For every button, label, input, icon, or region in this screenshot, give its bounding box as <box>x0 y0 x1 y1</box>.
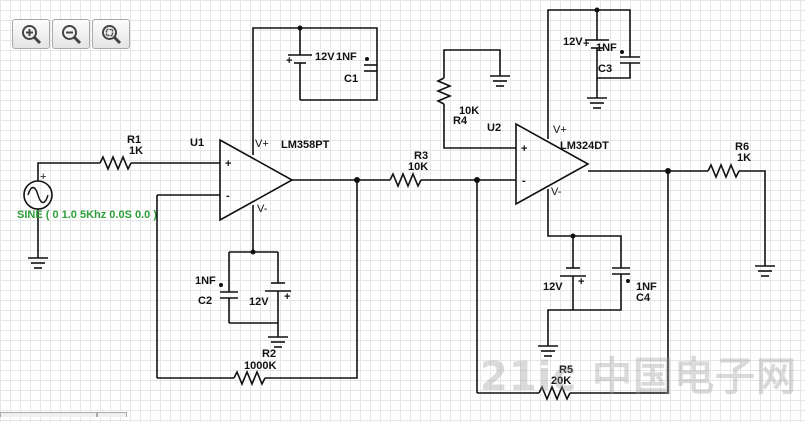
r1-value: 1K <box>129 145 143 157</box>
ground-r4 <box>490 75 510 87</box>
c1-ref: C1 <box>344 73 358 85</box>
capacitor-c4[interactable]: 1NF C4 <box>547 267 657 346</box>
r3-value: 10K <box>408 161 428 173</box>
u2-vplus: V+ <box>553 124 567 136</box>
u1-vminus: V- <box>257 203 268 215</box>
b1-value: 12V <box>315 51 335 63</box>
u2-inplus: + <box>521 143 527 155</box>
c3-value: 1NF <box>596 42 617 54</box>
zoom-fit-icon <box>102 25 122 45</box>
b3-plus: + <box>583 38 589 50</box>
u2-part: LM324DT <box>560 140 609 152</box>
zoom-out-icon <box>62 25 82 45</box>
ground-u2-top <box>587 97 607 109</box>
r5-value: 20K <box>551 375 571 387</box>
b2-value: 12V <box>249 296 269 308</box>
resistor-r2[interactable]: R2 1000K <box>157 180 358 387</box>
battery-b4[interactable]: + 12V <box>543 267 586 310</box>
ground-source <box>28 257 48 269</box>
capacitor-c1[interactable]: 1NF C1 <box>336 51 377 85</box>
schematic-canvas[interactable]: + SINE ( 0 1.0 5Khz 0.0S 0.0 ) R1 1K U1 … <box>0 0 805 408</box>
u2-ref: U2 <box>487 122 501 134</box>
zoom-toolbar <box>12 19 130 49</box>
c2-ref: C2 <box>198 295 212 307</box>
b1-plus: + <box>286 55 292 67</box>
zoom-fit-button[interactable] <box>92 19 130 49</box>
watermark: 21ic 中国电子网 <box>479 354 797 400</box>
b4-plus: + <box>578 276 584 288</box>
b3-value: 12V <box>563 36 583 48</box>
r4-ref: R4 <box>453 115 468 127</box>
r3-ref: R3 <box>414 150 428 162</box>
battery-b3[interactable]: 12V + <box>563 36 609 98</box>
ground-u2-bottom <box>538 345 558 357</box>
source-label: SINE ( 0 1.0 5Khz 0.0S 0.0 ) <box>17 209 157 221</box>
ground-r6 <box>755 265 775 277</box>
u1-ref: U1 <box>190 137 204 149</box>
c2-value: 1NF <box>195 275 216 287</box>
c3-ref: C3 <box>598 63 612 75</box>
ground-u1 <box>268 336 288 348</box>
battery-b1[interactable]: + 12V <box>286 51 335 100</box>
sine-source[interactable]: + SINE ( 0 1.0 5Khz 0.0S 0.0 ) <box>17 162 157 258</box>
c4-value: 1NF <box>636 281 657 293</box>
resistor-r4[interactable]: 10K R4 <box>435 77 516 149</box>
capacitor-c3[interactable]: 1NF C3 <box>596 42 640 79</box>
r2-ref: R2 <box>262 348 276 360</box>
zoom-in-icon <box>22 25 42 45</box>
r1-ref: R1 <box>127 134 141 146</box>
b4-value: 12V <box>543 281 563 293</box>
zoom-out-button[interactable] <box>52 19 90 49</box>
u1-vplus: V+ <box>255 138 269 150</box>
resistor-r5[interactable]: R5 20K <box>477 171 669 402</box>
c4-ref: C4 <box>636 292 651 304</box>
b2-plus: + <box>284 291 290 303</box>
battery-b2[interactable]: + 12V <box>249 252 291 323</box>
bottom-scroll-strip[interactable] <box>0 404 130 417</box>
opamp-u1[interactable]: U1 LM358PT V+ V- + - <box>190 137 330 222</box>
u1-inplus: + <box>225 158 231 170</box>
opamp-u2[interactable]: U2 LM324DT V+ V- + - <box>487 122 609 206</box>
r2-value: 1000K <box>244 360 276 372</box>
u1-inminus: - <box>226 190 230 202</box>
r6-ref: R6 <box>735 141 749 153</box>
resistor-r3[interactable]: R3 10K <box>389 150 516 189</box>
u2-inminus: - <box>522 175 526 187</box>
source-plus-label: + <box>40 171 46 183</box>
u1-part: LM358PT <box>281 139 330 151</box>
capacitor-c2[interactable]: 1NF C2 <box>195 252 238 323</box>
resistor-r1[interactable]: R1 1K <box>99 134 220 172</box>
r5-ref: R5 <box>559 364 573 376</box>
u2-vminus: V- <box>551 186 562 198</box>
r4-value: 10K <box>459 105 479 117</box>
r6-value: 1K <box>737 152 751 164</box>
zoom-in-button[interactable] <box>12 19 50 49</box>
c1-value: 1NF <box>336 51 357 63</box>
resistor-r6[interactable]: R6 1K <box>707 141 766 266</box>
